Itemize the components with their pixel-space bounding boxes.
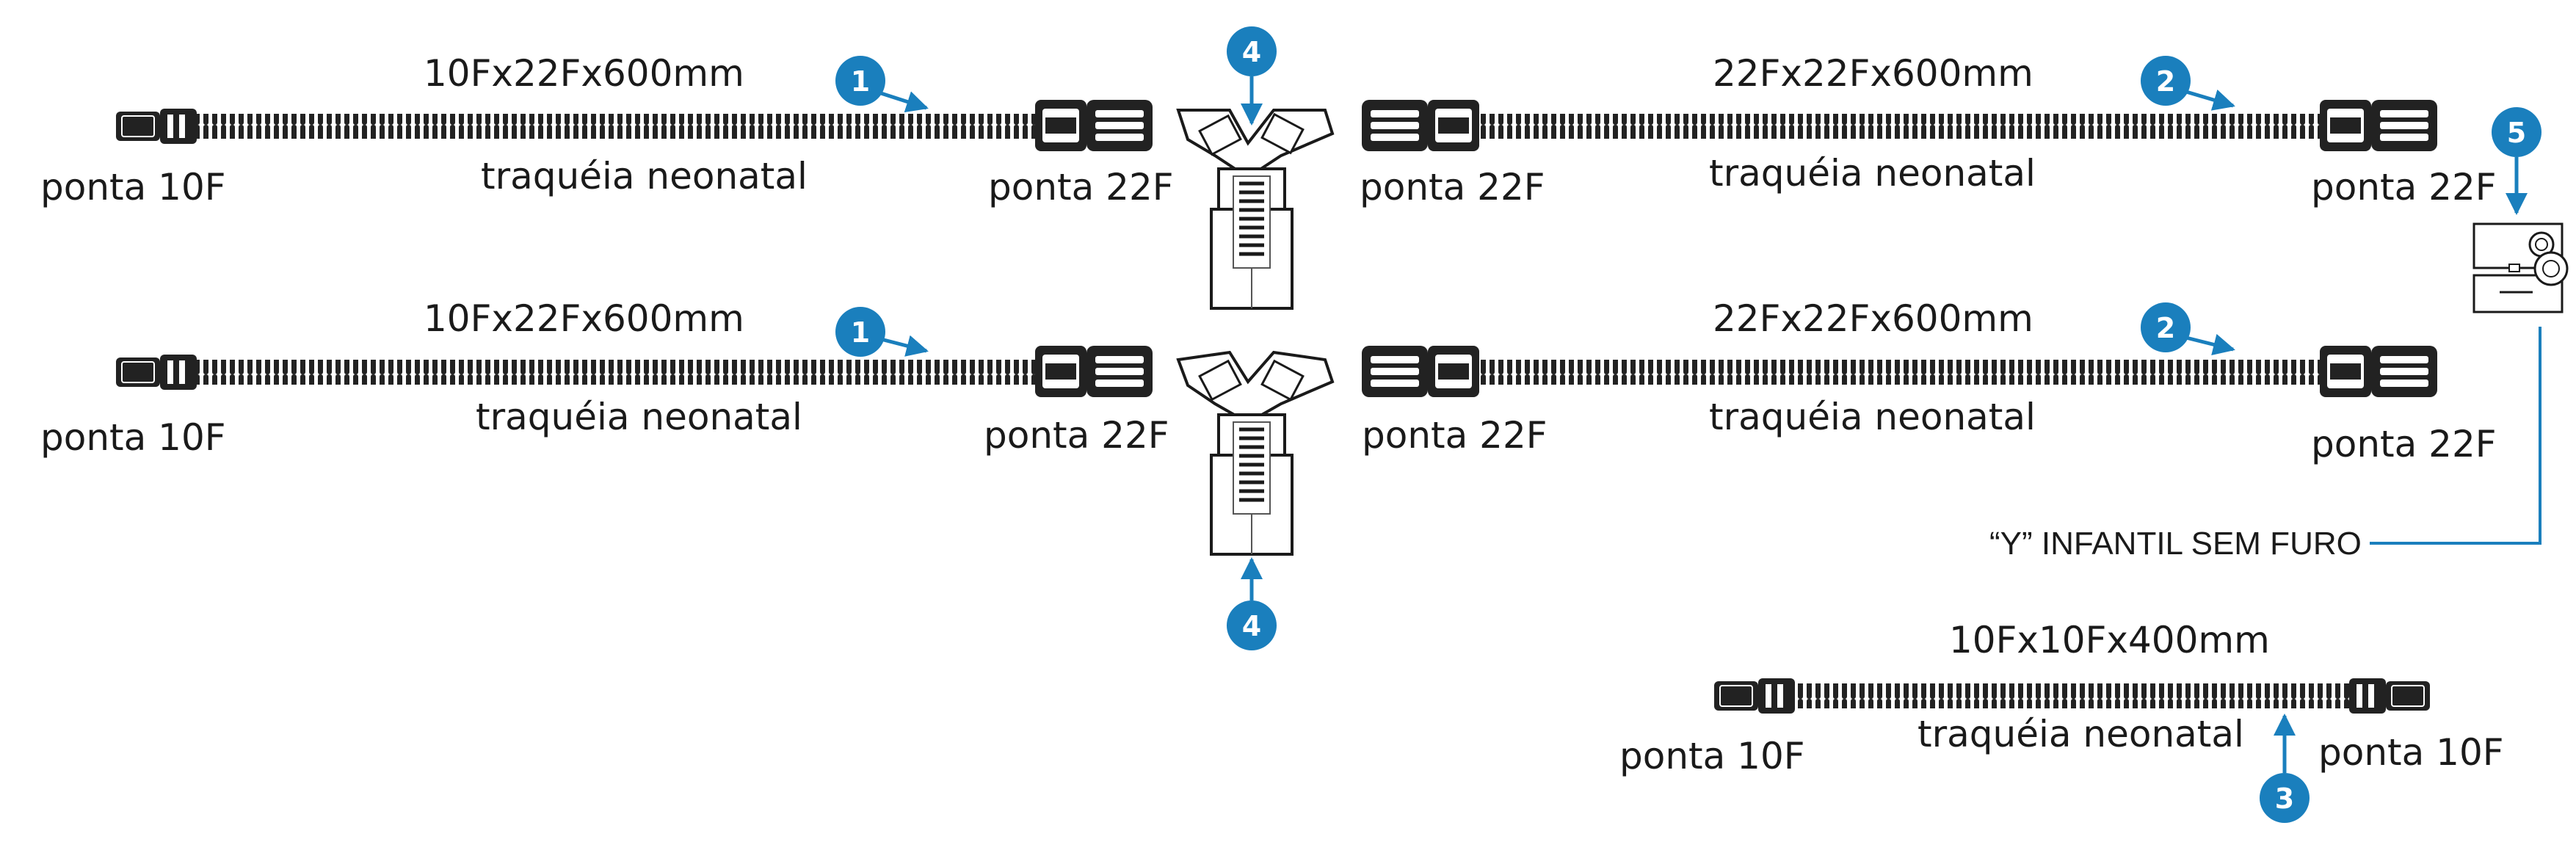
- svg-text:2: 2: [2156, 312, 2175, 344]
- tip-10f-left: [1714, 678, 1795, 714]
- water-trap-top: 4: [1176, 26, 1335, 310]
- left-end-label: ponta 22F: [1362, 414, 1548, 457]
- water-trap-bottom: 4: [1176, 350, 1335, 650]
- right-end-label: ponta 22F: [2311, 423, 2497, 465]
- tip-10f-left-bottom: [116, 355, 197, 390]
- tube-3: 10Fx10Fx400mm traquéia neonatal ponta 10…: [1619, 619, 2504, 823]
- marker-4-bottom: 4: [1227, 557, 1277, 650]
- svg-text:1: 1: [851, 316, 870, 349]
- left-end-label: ponta 10F: [40, 166, 226, 208]
- y-piece-leader: [2370, 327, 2541, 545]
- right-end-label: ponta 10F: [2318, 731, 2504, 774]
- y-piece-label: “Y” INFANTIL SEM FURO: [1989, 526, 2362, 562]
- corrugated-hose: [197, 114, 1035, 139]
- spec-label: 10Fx22Fx600mm: [424, 52, 744, 95]
- spec-label: 22Fx22Fx600mm: [1713, 297, 2033, 340]
- tip-10f-left-top: [116, 109, 197, 144]
- tip-22f-left-bottom: [1362, 346, 1479, 397]
- type-label: traquéia neonatal: [476, 396, 802, 438]
- svg-text:2: 2: [2156, 65, 2175, 98]
- tube-2-top: 22Fx22Fx600mm traquéia neonatal ponta 22…: [1360, 52, 2497, 208]
- left-end-label: ponta 10F: [1619, 735, 1805, 777]
- right-end-label: ponta 22F: [984, 414, 1169, 457]
- marker-1-top: 1: [835, 56, 929, 112]
- tube-1-top: 10Fx22Fx600mm traquéia neonatal ponta 10…: [40, 52, 1174, 208]
- corrugated-hose: [197, 360, 1035, 385]
- left-end-label: ponta 22F: [1360, 166, 1545, 208]
- tip-22f-right-top: [2320, 100, 2437, 151]
- type-label: traquéia neonatal: [481, 155, 808, 197]
- left-end-label: ponta 10F: [40, 416, 226, 459]
- svg-text:1: 1: [851, 65, 870, 98]
- marker-2-bottom: 2: [2141, 302, 2235, 356]
- tip-22f-right-bottom: [2320, 346, 2437, 397]
- tip-22f-left-top: [1362, 100, 1479, 151]
- marker-3: 3: [2260, 714, 2310, 823]
- marker-5: 5: [2492, 107, 2541, 215]
- corrugated-hose: [1479, 360, 2320, 385]
- y-piece: 5 “Y” INFANTIL SEM FURO: [1989, 107, 2569, 562]
- y-piece-drawing: [2472, 222, 2569, 313]
- type-label: traquéia neonatal: [1709, 152, 2036, 195]
- tube-2-bottom: 22Fx22Fx600mm traquéia neonatal ponta 22…: [1362, 297, 2497, 465]
- svg-text:5: 5: [2507, 117, 2526, 149]
- spec-label: 10Fx22Fx600mm: [424, 297, 744, 340]
- tip-22f-right-top: [1035, 100, 1153, 151]
- svg-text:3: 3: [2275, 783, 2294, 815]
- marker-2-top: 2: [2141, 56, 2235, 111]
- svg-text:4: 4: [1242, 36, 1261, 68]
- tip-10f-right: [2349, 678, 2430, 714]
- right-end-label: ponta 22F: [2311, 166, 2497, 208]
- type-label: traquéia neonatal: [1918, 713, 2244, 755]
- svg-text:4: 4: [1242, 610, 1261, 642]
- tip-22f-right-bottom: [1035, 346, 1153, 397]
- spec-label: 22Fx22Fx600mm: [1713, 52, 2033, 95]
- tube-1-bottom: 10Fx22Fx600mm traquéia neonatal ponta 10…: [40, 297, 1169, 459]
- spec-label: 10Fx10Fx400mm: [1949, 619, 2270, 661]
- corrugated-hose: [1479, 114, 2320, 139]
- marker-1-bottom: 1: [835, 307, 929, 357]
- right-end-label: ponta 22F: [988, 166, 1174, 208]
- marker-4-top: 4: [1227, 26, 1277, 126]
- corrugated-hose: [1795, 683, 2349, 708]
- type-label: traquéia neonatal: [1709, 396, 2036, 438]
